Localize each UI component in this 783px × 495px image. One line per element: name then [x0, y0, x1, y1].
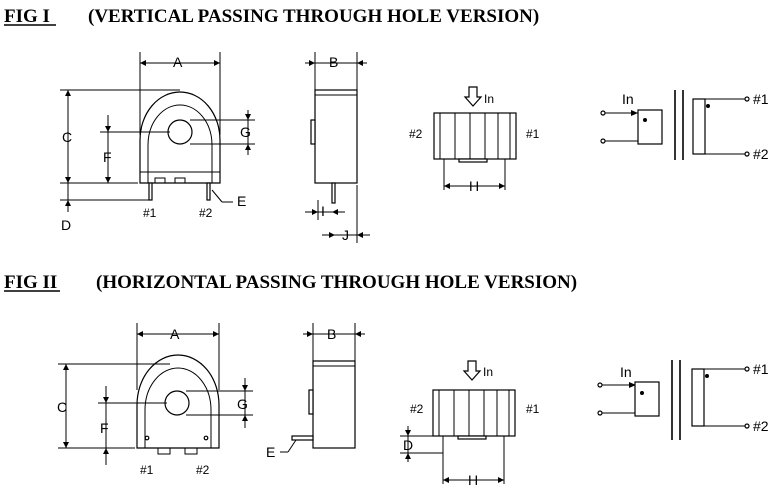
fig2-schematic: In #1 #2 [597, 360, 769, 440]
fig2-front-view: A C F G #1 #2 [57, 323, 253, 477]
fig2-dim-A-label: A [170, 326, 180, 342]
fig2-dim-D-label: D [403, 437, 413, 453]
fig1-top-pin2-label: #2 [409, 127, 423, 141]
fig2-pin2-label: #2 [196, 463, 210, 477]
dim-D-label: D [61, 217, 71, 233]
fig1-schem-pin2-label: #2 [753, 146, 769, 162]
fig2-pin1-label: #1 [140, 463, 154, 477]
fig1-dim-H-label: H [469, 178, 479, 194]
dim-C-label: C [62, 129, 72, 145]
fig1-dim-B-label: B [329, 54, 338, 70]
fig2-dim-B-label: B [327, 326, 336, 342]
fig2-top-view: In H #2 #1 D [400, 360, 540, 488]
dim-G-label: G [240, 124, 251, 140]
fig1-label: FIG I [4, 6, 50, 27]
fig2-title: FIG II (HORIZONTAL PASSING THROUGH HOLE … [4, 272, 577, 293]
fig2-schem-pin2-label: #2 [753, 418, 769, 434]
fig1-caption: (VERTICAL PASSING THROUGH HOLE VERSION) [88, 6, 539, 27]
dim-E-label: E [237, 193, 246, 209]
fig1-top-view: In H #2 #1 [409, 86, 540, 194]
fig2-schem-pin1-label: #1 [753, 361, 769, 377]
dim-J-label: J [342, 227, 349, 243]
fig2-top-pin2-label: #2 [410, 402, 424, 416]
dim-A-label: A [173, 54, 183, 70]
fig1-side-view: B I J [305, 52, 370, 243]
fig2-dim-G-label: G [237, 396, 248, 412]
fig2-dim-E-label: E [266, 444, 275, 460]
dim-F-label: F [103, 149, 112, 165]
fig1-top-current-label: In [484, 92, 494, 106]
fig1-schematic: In #1 #2 [600, 90, 769, 162]
fig2-schem-current-label: In [620, 364, 632, 380]
fig2-top-current-label: In [483, 365, 493, 379]
fig1-pin2-label: #2 [199, 206, 213, 220]
fig1-schem-pin1-label: #1 [753, 91, 769, 107]
fig1-pin1-label: #1 [143, 206, 157, 220]
fig1-top-pin1-label: #1 [526, 127, 540, 141]
fig2-side-view: B E [266, 323, 365, 460]
fig1-schem-current-label: In [622, 91, 634, 107]
fig2-dim-F-label: F [100, 420, 109, 436]
fig2-dim-H-label: H [468, 472, 478, 488]
fig2-caption: (HORIZONTAL PASSING THROUGH HOLE VERSION… [96, 272, 577, 293]
fig2-top-pin1-label: #1 [526, 402, 540, 416]
fig1-front-view: A C F G D #1 #2 E [60, 52, 255, 233]
dim-I-label: I [321, 203, 325, 219]
fig2-dim-C-label: C [57, 399, 67, 415]
fig1-title: FIG I (VERTICAL PASSING THROUGH HOLE VER… [4, 6, 539, 27]
fig2-label: FIG II [4, 272, 57, 293]
